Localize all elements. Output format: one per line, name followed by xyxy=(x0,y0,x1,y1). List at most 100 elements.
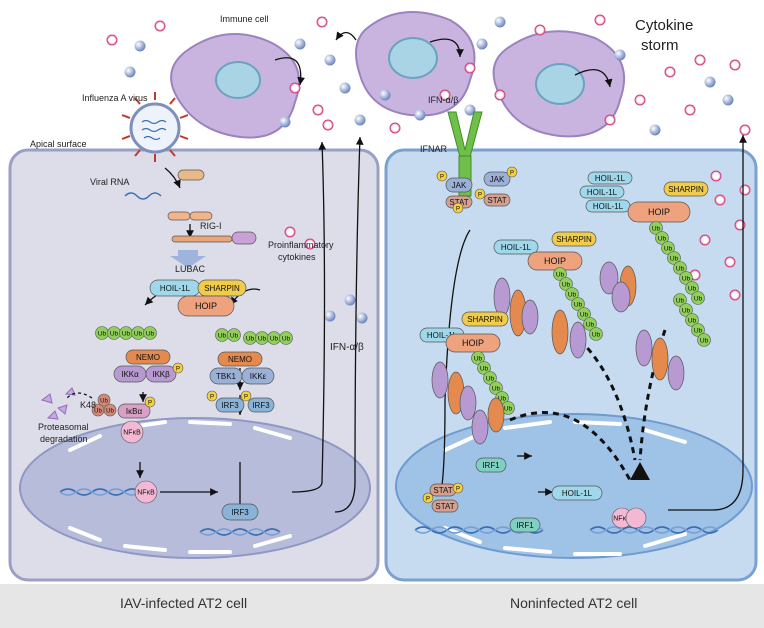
cytokine-blue-dot xyxy=(356,312,368,324)
svg-text:SHARPIN: SHARPIN xyxy=(204,284,240,293)
jak: JAK xyxy=(483,171,511,187)
svg-text:NEMO: NEMO xyxy=(136,353,160,362)
proteasomal-label-1: Proteasomal xyxy=(38,422,89,432)
svg-text:Ub: Ub xyxy=(106,409,114,415)
ifn-label-left: IFN-α/β xyxy=(330,342,364,353)
svg-text:STAT: STAT xyxy=(435,502,454,511)
ubiquitin: Ub xyxy=(649,221,663,235)
ubiquitin: Ub xyxy=(477,361,491,375)
svg-text:SHARPIN: SHARPIN xyxy=(556,235,592,244)
svg-text:HOIP: HOIP xyxy=(544,256,566,266)
cytokine-pink-dot xyxy=(284,226,296,238)
cytokine-blue-dot xyxy=(649,124,661,136)
svg-text:Ub: Ub xyxy=(122,331,131,338)
apical-surface-label: Apical surface xyxy=(30,139,87,149)
svg-text:IRF1: IRF1 xyxy=(482,461,500,470)
ifn-label-right: IFN-α/β xyxy=(428,95,458,105)
cytokine-pink-dot xyxy=(304,238,316,250)
cytokine-blue-dot xyxy=(124,66,136,78)
svg-text:IRF1: IRF1 xyxy=(516,521,534,530)
phospho-group: P xyxy=(206,390,218,402)
ubiquitin: Ub xyxy=(267,331,281,345)
rig-i-card xyxy=(167,211,191,221)
ikk-alpha xyxy=(431,361,449,399)
nucleus-arrowhead xyxy=(630,462,650,480)
ubiquitin: Ub xyxy=(667,251,681,265)
sharpin: SHARPIN xyxy=(197,279,247,297)
svg-text:Ub: Ub xyxy=(492,386,501,393)
svg-text:Ub: Ub xyxy=(682,308,691,315)
svg-text:Ub: Ub xyxy=(486,376,495,383)
ikk-alpha xyxy=(471,409,489,445)
ubiquitin: Ub xyxy=(673,293,687,307)
proinflammatory-label-1: Proinflammatory xyxy=(268,240,334,250)
hoil-1l: HOIL-1L xyxy=(587,171,633,185)
hoil-1l: HOIL-1L xyxy=(579,185,625,199)
svg-text:Ub: Ub xyxy=(146,331,155,338)
phospho-group: P xyxy=(240,390,252,402)
bottom-band xyxy=(0,584,764,628)
svg-text:TBK1: TBK1 xyxy=(216,372,237,381)
tbk1: TBK1 xyxy=(209,367,243,385)
ubiquitin: Ub xyxy=(661,241,675,255)
jak: JAK xyxy=(445,177,473,193)
svg-text:P: P xyxy=(176,367,180,373)
irf1: IRF1 xyxy=(509,517,541,533)
phospho-group: P xyxy=(144,396,156,408)
svg-text:Ub: Ub xyxy=(676,266,685,273)
degradation-fragments xyxy=(40,387,76,420)
hoil-1l: HOIL-1L xyxy=(149,279,201,297)
svg-text:Ub: Ub xyxy=(700,338,709,345)
immune-cell-label: Immune cell xyxy=(220,14,269,24)
viral-rna-label: Viral RNA xyxy=(90,177,129,187)
ikk-alpha: IKKα xyxy=(113,365,147,383)
cytokine-pink-dot xyxy=(724,256,736,268)
influenza-label: Influenza A virus xyxy=(82,93,148,103)
cytokine-blue-dot xyxy=(354,114,366,126)
cytokine-pink-dot xyxy=(729,59,741,71)
svg-text:HOIL-1L: HOIL-1L xyxy=(501,243,532,252)
svg-text:Ub: Ub xyxy=(134,331,143,338)
cytokine-pink-dot xyxy=(322,119,334,131)
svg-text:IRF3: IRF3 xyxy=(221,401,239,410)
hoip: HOIP xyxy=(627,201,691,223)
cytokine-pink-dot xyxy=(634,94,646,106)
left-nucleus xyxy=(19,417,371,559)
svg-text:Ub: Ub xyxy=(592,332,601,339)
nfkb: NFκB xyxy=(120,420,144,444)
influenza-virus xyxy=(121,92,189,162)
cytokine-blue-dot xyxy=(294,38,306,50)
k48-ubiquitin: Ub xyxy=(97,393,111,407)
svg-text:P: P xyxy=(478,193,482,199)
ubiquitin: Ub xyxy=(243,331,257,345)
sharpin: SHARPIN xyxy=(461,311,509,327)
svg-text:Ub: Ub xyxy=(670,256,679,263)
svg-text:HOIP: HOIP xyxy=(462,338,484,348)
cytokine-blue-dot xyxy=(339,82,351,94)
nemo-vertical xyxy=(651,337,669,381)
cytokine-blue-dot xyxy=(379,89,391,101)
ubiquitin: Ub xyxy=(589,327,603,341)
nemo-vertical xyxy=(487,397,505,433)
ikk-beta xyxy=(459,385,477,421)
rig-i-domain xyxy=(177,169,205,181)
svg-text:Ub: Ub xyxy=(580,312,589,319)
left-cell-caption: IAV-infected AT2 cell xyxy=(120,595,247,611)
svg-text:Ub: Ub xyxy=(676,298,685,305)
svg-text:HOIP: HOIP xyxy=(195,301,217,311)
ikk-alpha xyxy=(635,329,653,367)
cytokine-blue-dot xyxy=(704,76,716,88)
svg-text:Ub: Ub xyxy=(258,336,267,343)
ubiquitin: Ub xyxy=(571,297,585,311)
svg-text:Ub: Ub xyxy=(230,333,239,340)
svg-text:HOIL-1L: HOIL-1L xyxy=(427,331,458,340)
ikk-beta xyxy=(521,299,539,335)
svg-text:P: P xyxy=(440,175,444,181)
ubiquitin: Ub xyxy=(577,307,591,321)
phospho-group: P xyxy=(474,188,486,200)
k48-ubiquitin: Ub xyxy=(91,403,105,417)
irf1: IRF1 xyxy=(475,457,507,473)
ikk-beta xyxy=(667,355,685,391)
